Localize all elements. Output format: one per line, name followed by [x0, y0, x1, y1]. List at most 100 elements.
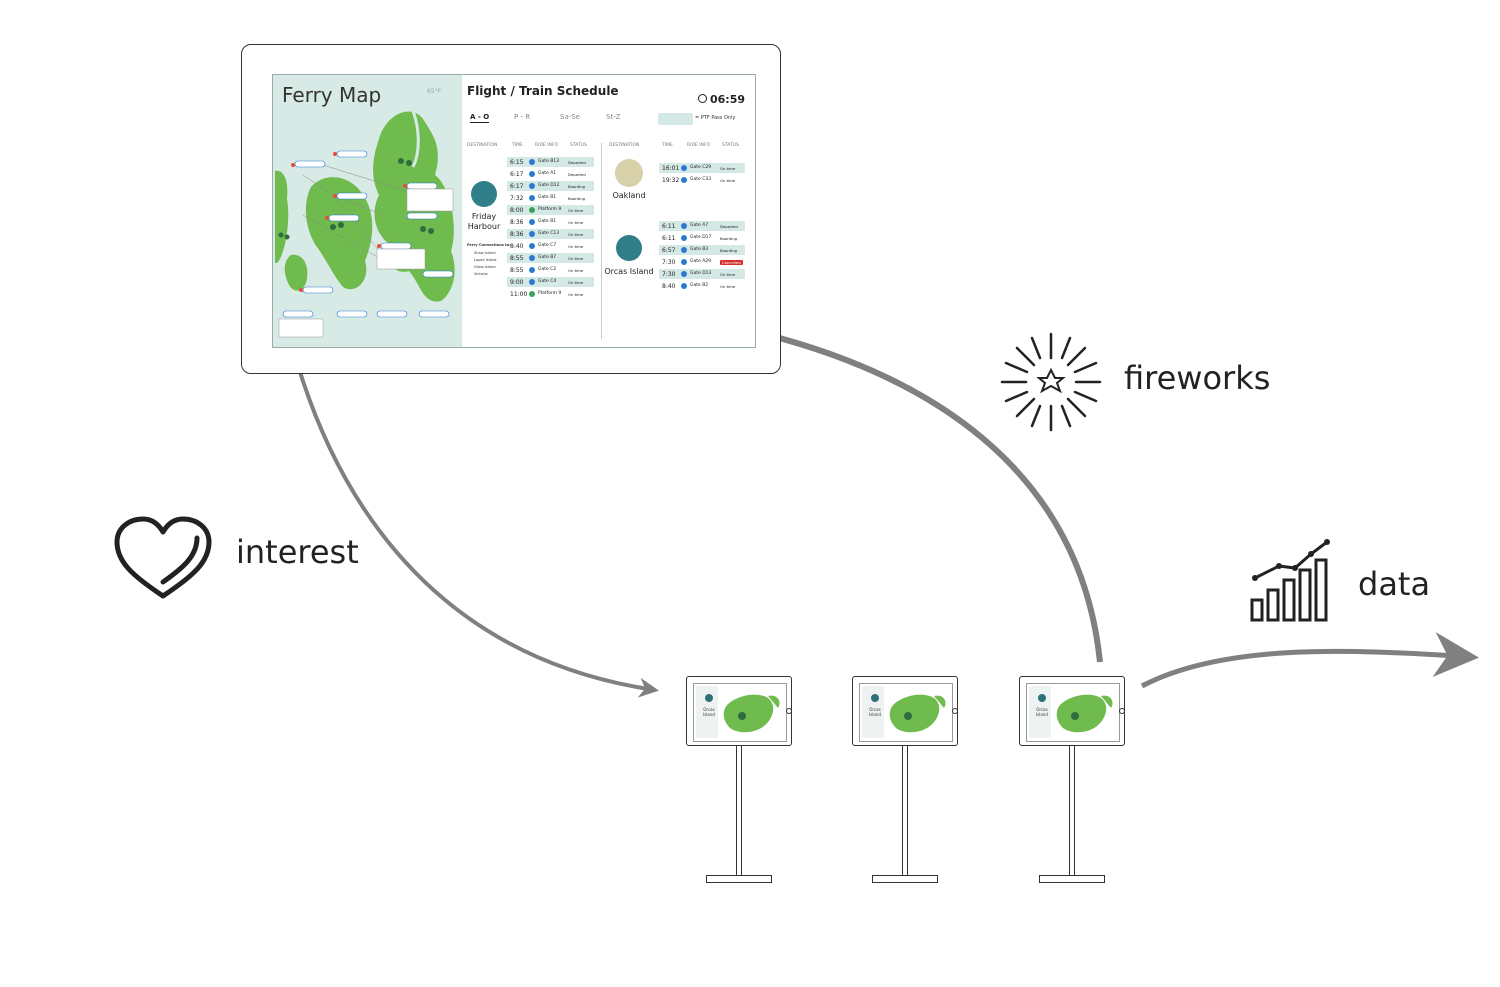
row-status: On time — [568, 280, 584, 285]
ferry-connection: Shaw Island — [474, 251, 496, 255]
row-time: 6:17 — [510, 183, 524, 190]
row-time: 9:00 — [510, 279, 524, 286]
kiosk[interactable]: Orcas Island — [686, 676, 794, 886]
row-gate: Gate C7 — [538, 243, 557, 248]
row-status: On time — [568, 220, 584, 225]
kiosk[interactable]: Orcas Island — [1019, 676, 1127, 886]
ferry-connections-title: Ferry Connections to: — [467, 243, 511, 247]
destination-orcas-island: Orcas Island — [604, 267, 654, 276]
home-button[interactable] — [952, 708, 958, 714]
row-gate: Gate D17 — [690, 235, 712, 240]
tablet-map — [1056, 694, 1113, 733]
row-time: 8:55 — [510, 255, 524, 262]
tablet-frame: Orcas Island — [686, 676, 792, 746]
display-content: Ferry Map 65°F Flight / Train Schedule 0… — [272, 74, 756, 348]
column-divider — [601, 143, 602, 339]
row-status: On time — [568, 268, 584, 273]
row-status: Cancelled — [720, 260, 743, 265]
tablet-card: Orcas Island — [1029, 686, 1051, 738]
ferry-icon — [529, 171, 535, 177]
tablet-screen[interactable]: Orcas Island — [1026, 683, 1120, 742]
row-gate: Gate B2 — [690, 283, 709, 288]
stand-base — [872, 875, 938, 883]
tablet-screen[interactable]: Orcas Island — [859, 683, 953, 742]
row-status: On time — [568, 244, 584, 249]
tablet-screen[interactable]: Orcas Island — [693, 683, 787, 742]
col-header: RIDE INFO — [687, 143, 711, 148]
row-status: Boarding — [568, 196, 586, 201]
row-gate: Gate B3 — [690, 247, 709, 252]
map-temperature: 65°F — [427, 88, 442, 95]
tablet-avatar — [871, 694, 879, 702]
row-time: 8:36 — [510, 231, 524, 238]
row-gate: Gate C13 — [538, 231, 560, 236]
destination-oakland: Oakland — [612, 191, 646, 200]
row-status: On time — [720, 178, 736, 183]
ptf-legend: = PTF Pass Only — [695, 115, 736, 121]
train-icon — [529, 291, 535, 297]
row-time: 16:01 — [662, 165, 680, 172]
row-gate: Gate A1 — [538, 171, 557, 176]
row-gate: Gate A7 — [690, 223, 709, 228]
arrow-kiosk-to-data — [1140, 632, 1479, 689]
clock-icon — [698, 94, 707, 103]
row-status: On time — [568, 292, 584, 297]
stand-pole — [736, 746, 742, 876]
tablet-avatar — [1038, 694, 1046, 702]
row-status: On time — [720, 272, 736, 277]
col-header: DESTINATION — [609, 143, 640, 148]
ferry-icon — [529, 219, 535, 225]
ptf-swatch — [658, 113, 693, 125]
row-gate: Gate C29 — [690, 165, 712, 170]
col-header: DESTINATION — [467, 143, 498, 148]
row-gate: Gate D12 — [538, 183, 560, 188]
col-header: STATUS — [722, 143, 739, 148]
row-status: On time — [568, 232, 584, 237]
row-gate: Gate B7 — [538, 255, 557, 260]
heart-icon — [114, 516, 212, 599]
ferry-icon — [681, 223, 687, 229]
tab-p-r[interactable]: P - R — [514, 113, 531, 121]
row-gate: Gate C2 — [538, 267, 557, 272]
row-gate: Gate B1 — [538, 195, 557, 200]
tablet-island-name: Orcas Island — [869, 707, 881, 717]
tab-sa-se[interactable]: Sa-Se — [560, 113, 581, 121]
home-button[interactable] — [1119, 708, 1125, 714]
row-time: 6:11 — [662, 235, 676, 242]
row-gate: Gate D13 — [690, 271, 712, 276]
schedule-row: 8:55 Gate C2 On time — [507, 265, 594, 275]
ferry-icon — [681, 247, 687, 253]
row-time: 7:30 — [662, 271, 676, 278]
tablet-card: Orcas Island — [696, 686, 718, 738]
col-header: TIME — [512, 143, 523, 148]
row-time: 8:00 — [510, 207, 524, 214]
row-time: 8:40 — [510, 243, 524, 250]
row-time: 6:57 — [662, 247, 676, 254]
arrow-kiosk-to-screen — [729, 317, 1103, 663]
tab-a-o[interactable]: A - O — [470, 113, 490, 123]
row-gate: Platform 9 — [538, 207, 562, 212]
tab-st-z[interactable]: St-Z — [606, 113, 621, 121]
schedule-row: 16:01 Gate C29 On time — [659, 163, 745, 173]
col-header: STATUS — [570, 143, 587, 148]
map-title: Ferry Map — [282, 83, 382, 107]
ferry-icon — [681, 259, 687, 265]
kiosk[interactable]: Orcas Island — [852, 676, 960, 886]
ferry-icon — [681, 165, 687, 171]
row-status: On time — [720, 166, 736, 171]
clock-time: 06:59 — [710, 93, 746, 106]
row-time: 8:55 — [510, 267, 524, 274]
home-button[interactable] — [786, 708, 792, 714]
friday-harbour-avatar — [471, 181, 497, 207]
ferry-icon — [529, 243, 535, 249]
train-icon — [529, 207, 535, 213]
interest-label: interest — [236, 533, 359, 571]
